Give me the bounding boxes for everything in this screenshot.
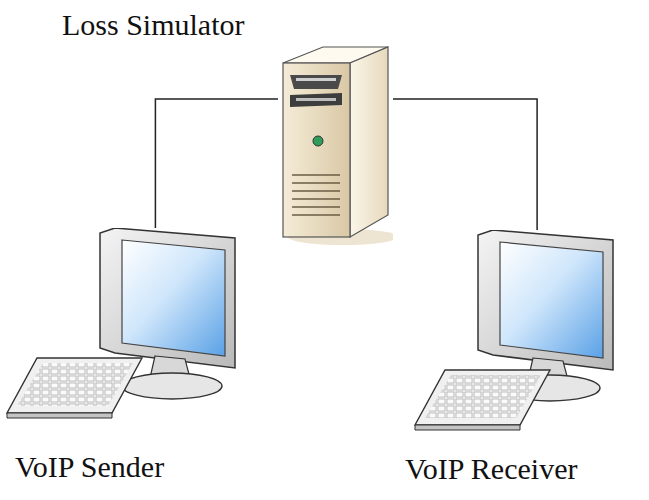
network-link bbox=[393, 99, 537, 230]
computer-icon bbox=[278, 45, 393, 245]
sender-computer: VoIP Sender bbox=[5, 228, 240, 423]
computer-icon bbox=[5, 228, 240, 423]
network-link bbox=[155, 99, 278, 228]
computer-icon bbox=[410, 230, 615, 435]
node-label: VoIP Sender bbox=[15, 450, 164, 483]
node-label: Loss Simulator bbox=[62, 8, 245, 41]
node-label: VoIP Receiver bbox=[405, 452, 577, 485]
server-tower: Loss Simulator bbox=[278, 45, 393, 245]
receiver-computer: VoIP Receiver bbox=[410, 230, 615, 435]
